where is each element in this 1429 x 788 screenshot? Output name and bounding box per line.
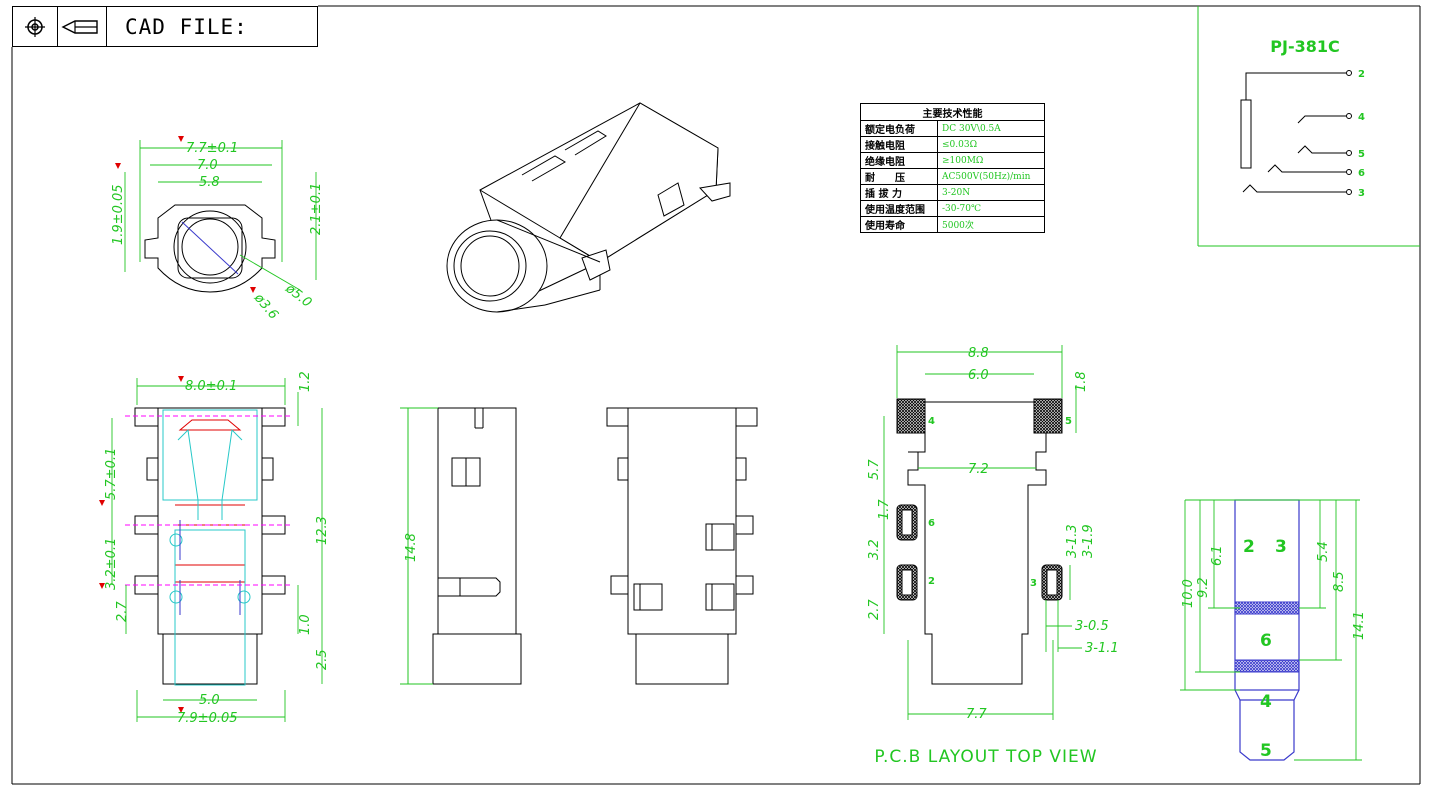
dim-3-2: 3.2±0.1 [104,538,119,590]
schematic-pin-6: 6 [1358,168,1365,179]
side-view-right [606,407,758,685]
dim-8-0: 8.0±0.1 [185,379,237,394]
cad-file-label: CAD FILE: [125,15,248,39]
spec-row: 接触电阻≤0.03Ω [860,136,1045,153]
isometric-view [446,102,731,313]
dim-8-8: 8.8 [968,346,989,361]
dim-5-7-pcb: 5.7 [867,459,882,480]
target-icon [25,17,45,37]
dim-3-2-pcb: 3.2 [867,539,882,560]
target-icon-cell [13,7,58,46]
dim-1-0: 1.0 [298,614,313,635]
dim-5-8: 5.8 [199,175,220,190]
title-block: CAD FILE: [12,6,318,47]
schematic-pin-2: 2 [1358,69,1365,80]
dim-6-1: 6.1 [1210,545,1225,566]
dim-7-9: 7.9±0.05 [177,711,238,726]
pcb-pad-4-label: 4 [928,416,935,427]
plug-segment-2: 2 [1243,537,1255,557]
dim-7-7-pcb: 7.7 [966,707,987,722]
bottom-view: 8.0±0.1 1.2 5.7±0.1 12.3 3.2±0.1 2.7 1.0… [99,371,330,726]
dim-10-0: 10.0 [1181,579,1196,608]
dim-9-2: 9.2 [1196,577,1211,598]
projection-symbol-cell [57,7,107,46]
dim-2-1: 2.1±0.1 [309,183,324,235]
front-view: 7.7±0.1 7.0 5.8 1.9±0.05 2.1±0.1 ø5.0 ø3… [111,136,324,323]
dim-1-9: 1.9±0.05 [111,184,126,245]
dim-2-5: 2.5 [315,649,330,670]
projection-symbol-icon [61,20,98,34]
dim-14-8: 14.8 [404,533,419,562]
dim-3-1-9: 3-1.9 [1081,524,1096,558]
sheet-frame [11,5,1421,785]
dim-1-8: 1.8 [1074,371,1089,392]
side-view-dimension: 14.8 [400,407,438,685]
spec-value: 5000次 [937,216,1045,233]
pcb-pad-5-label: 5 [1065,416,1072,427]
plug-segment-4: 4 [1260,692,1272,712]
pcb-pad-6-label: 6 [928,518,935,529]
dim-5-0: 5.0 [199,693,220,708]
spec-row: 使用温度范围-30-70℃ [860,200,1045,217]
dim-2-7-pcb: 2.7 [867,599,882,620]
plug-segment-5: 5 [1260,741,1272,761]
dim-3-0-5: 3-0.5 [1075,619,1109,634]
dim-2-7: 2.7 [115,601,130,622]
dim-dia-3-6: ø3.6 [250,290,281,322]
plug-view: 2 3 6 4 5 10.0 [1180,499,1367,761]
spec-key: 使用寿命 [860,216,938,233]
dim-1-2: 1.2 [298,371,313,392]
pcb-caption: P.C.B LAYOUT TOP VIEW [874,747,1097,767]
dim-14-1: 14.1 [1352,611,1367,640]
dim-3-1-3: 3-1.3 [1065,524,1080,558]
dim-7-7: 7.7±0.1 [186,141,238,156]
schematic-block: PJ-381C 2 4 5 6 3 [1197,6,1420,247]
dim-8-5: 8.5 [1332,571,1347,592]
dim-5-4: 5.4 [1316,541,1331,562]
pcb-pad-2-label: 2 [928,576,935,587]
dim-6-0: 6.0 [968,368,989,383]
dim-dia-5: ø5.0 [282,281,315,311]
dim-5-7: 5.7±0.1 [104,448,119,500]
plug-segment-3: 3 [1275,537,1287,557]
side-view-left [432,407,522,685]
pcb-pad-3-label: 3 [1030,578,1037,589]
schematic-pin-4: 4 [1358,112,1365,123]
schematic-pin-5: 5 [1358,149,1365,160]
dim-12-3: 12.3 [315,516,330,545]
pcb-layout: 4 5 6 2 3 [867,345,1119,767]
dim-1-7: 1.7 [877,499,892,520]
schematic-pin-3: 3 [1358,188,1365,199]
dim-7-0: 7.0 [197,158,218,173]
model-name: PJ-381C [1270,37,1339,56]
dim-7-2: 7.2 [968,462,989,477]
dim-3-1-1: 3-1.1 [1085,641,1119,656]
plug-segment-6: 6 [1260,631,1272,651]
